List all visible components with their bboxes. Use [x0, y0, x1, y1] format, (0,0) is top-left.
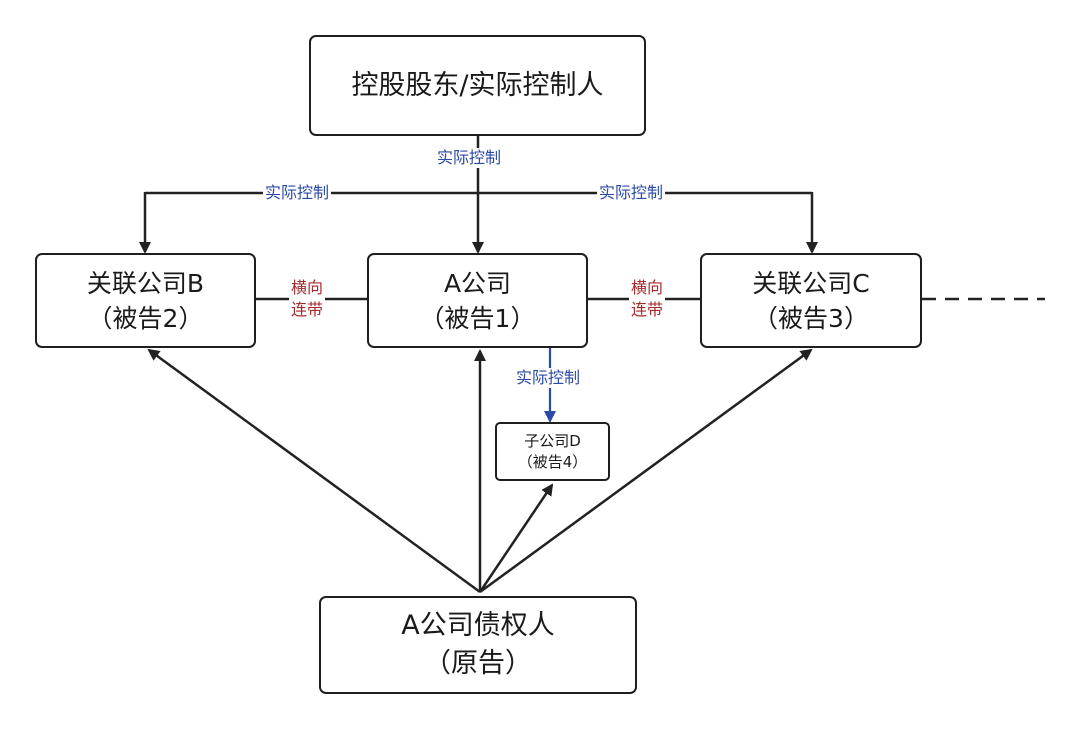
label-joint-ab-line2: 连带: [291, 300, 324, 319]
label-joint-ab: 横向 连带: [289, 277, 326, 321]
label-a-to-d: 实际控制: [514, 368, 583, 388]
label-control-to-a: 实际控制: [435, 148, 504, 168]
node-company-b-name: 关联公司B: [86, 268, 205, 298]
node-company-b: 关联公司B （被告2）: [35, 253, 256, 348]
node-company-c: 关联公司C （被告3）: [700, 253, 922, 348]
label-control-to-c: 实际控制: [597, 183, 666, 203]
label-control-to-b: 实际控制: [263, 183, 332, 203]
label-joint-ac-line2: 连带: [631, 300, 664, 319]
node-company-c-role: （被告3）: [753, 303, 869, 333]
node-subsidiary-d: 子公司D （被告4）: [495, 422, 610, 481]
label-joint-ac-line1: 横向: [631, 278, 664, 297]
edge-creditor-to-d: [478, 483, 554, 593]
node-creditor: A公司债权人 （原告）: [319, 596, 637, 694]
node-company-c-name: 关联公司C: [752, 268, 870, 298]
node-company-b-role: （被告2）: [87, 303, 204, 333]
label-joint-ab-line1: 横向: [291, 278, 324, 297]
label-joint-ac: 横向 连带: [629, 277, 666, 321]
node-creditor-role: （原告）: [424, 648, 532, 679]
node-company-a-name: A公司: [443, 268, 512, 298]
node-creditor-name: A公司债权人: [401, 610, 555, 641]
edge-creditor-to-b: [147, 348, 481, 594]
edge-creditor-to-c: [479, 348, 813, 594]
node-company-a-role: （被告1）: [419, 303, 536, 333]
node-subsidiary-d-role: （被告4）: [517, 452, 588, 471]
node-company-a: A公司 （被告1）: [367, 253, 588, 348]
node-subsidiary-d-name: 子公司D: [524, 431, 581, 450]
node-controller: 控股股东/实际控制人: [309, 35, 646, 136]
node-controller-label: 控股股东/实际控制人: [351, 69, 604, 101]
